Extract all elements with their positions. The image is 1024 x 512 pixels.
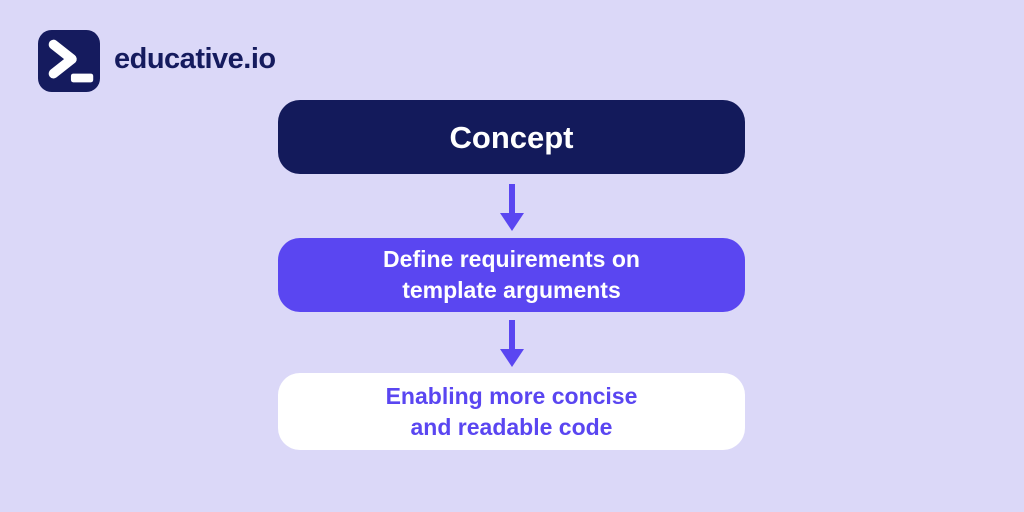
node-concept-label: Concept [449,119,574,155]
brand-logo: educative.io [38,30,276,92]
node-define-requirements: Define requirements on template argument… [278,238,745,312]
node-concept: Concept [278,100,745,174]
node-enabling-code-label: Enabling more concise and readable code [385,382,638,440]
node-enabling-code: Enabling more concise and readable code [278,373,745,450]
terminal-prompt-icon [38,30,100,92]
arrow-down-icon [500,184,524,231]
arrow-down-icon [500,320,524,367]
brand-name: educative.io [114,42,276,75]
node-define-requirements-label: Define requirements on template argument… [383,246,640,303]
